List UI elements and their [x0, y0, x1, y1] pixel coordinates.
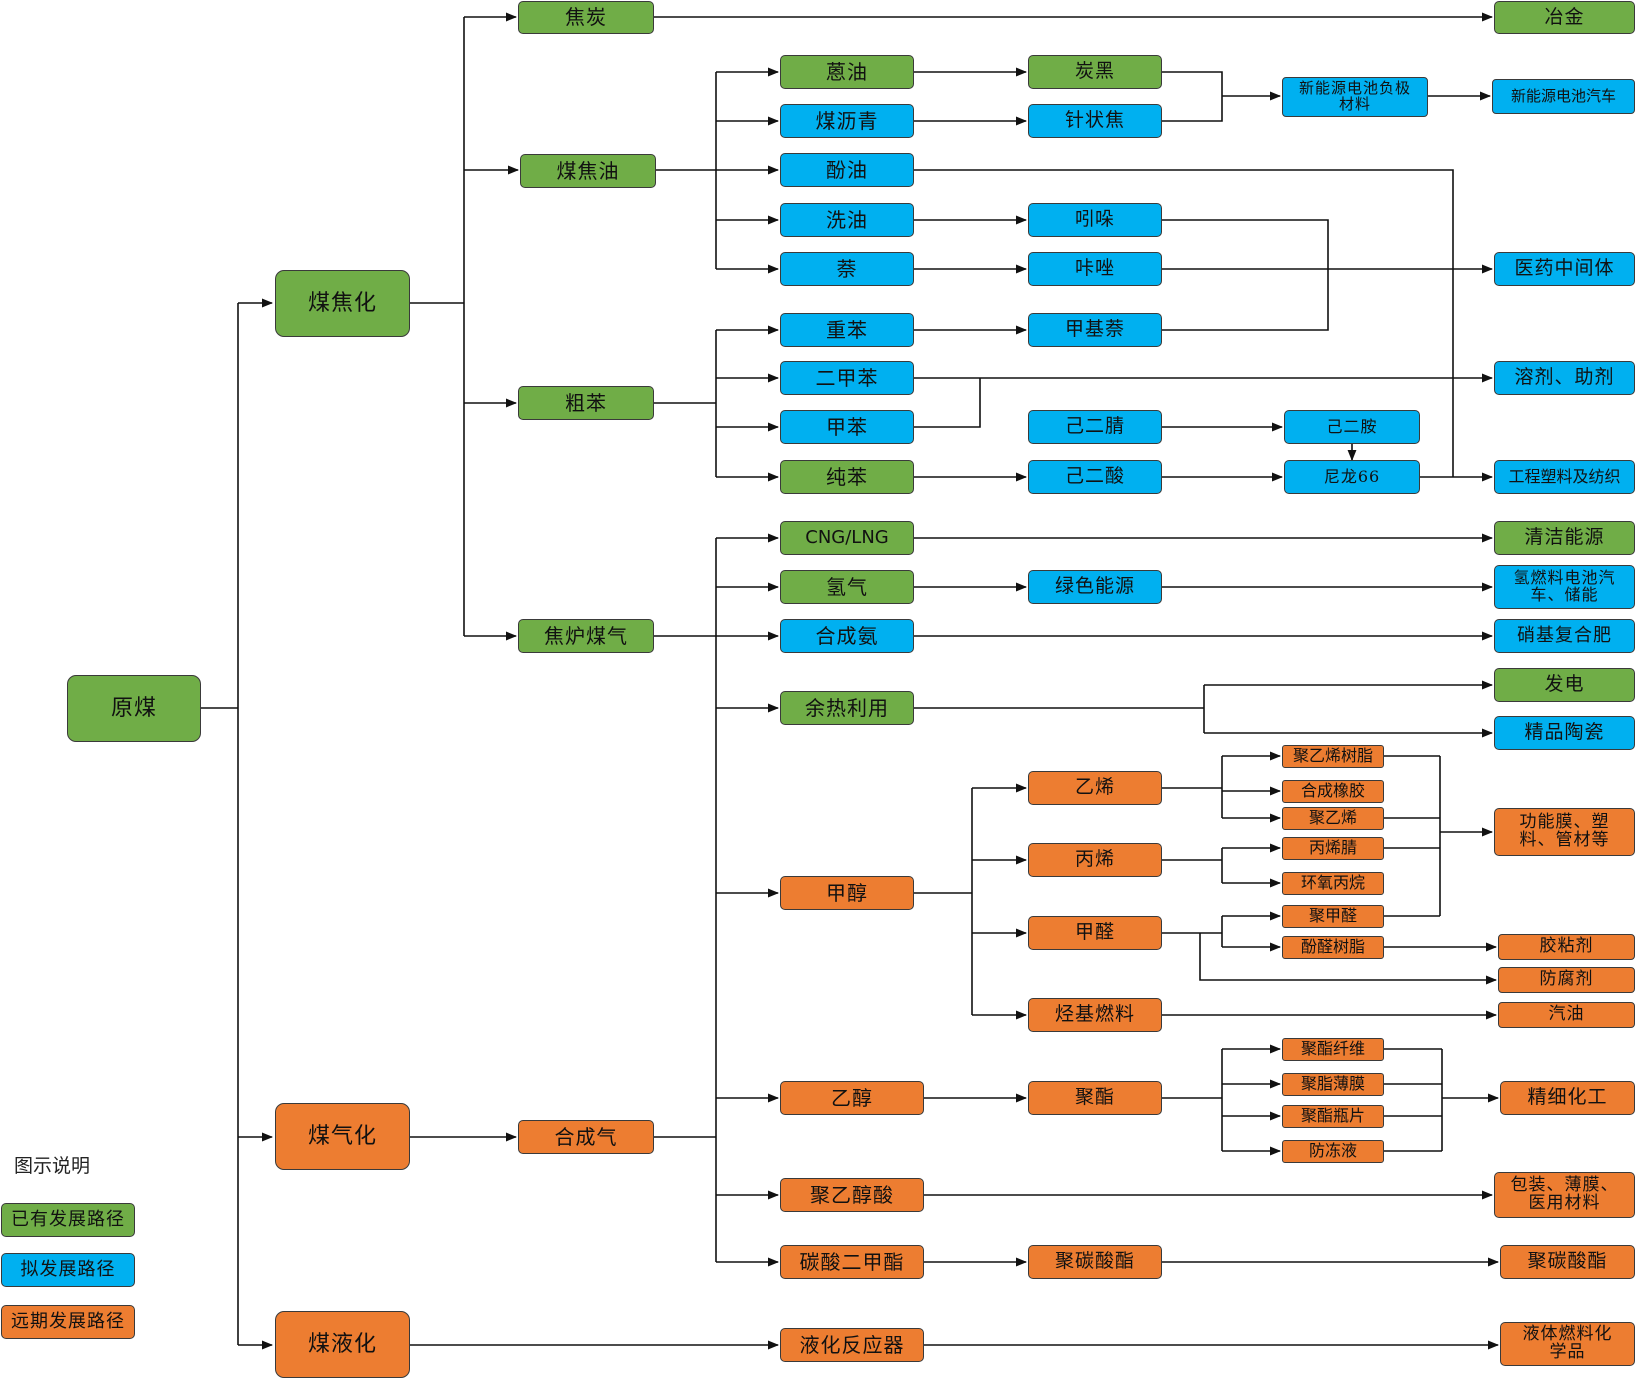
node-jiersuan: 己二酸: [1028, 460, 1162, 494]
node-juzhi: 聚酯: [1028, 1081, 1162, 1115]
node-meijiaoyou: 煤焦油: [520, 154, 656, 188]
node-juzhipingpian: 聚酯瓶片: [1282, 1105, 1384, 1128]
node-fangdongye: 防冻液: [1282, 1140, 1384, 1163]
node-jingxihuagong: 精细化工: [1500, 1081, 1635, 1115]
node-xiyou: 洗油: [780, 203, 914, 237]
node-meiqihua: 煤气化: [275, 1103, 410, 1170]
node-hechengxiangjiao: 合成橡胶: [1282, 780, 1384, 803]
node-enyou: 蒽油: [780, 55, 914, 89]
node-juyixi: 聚乙烯: [1282, 807, 1384, 830]
node-yurelyong: 余热利用: [780, 691, 914, 725]
node-jierjing: 己二腈: [1028, 410, 1162, 444]
node-hechengqi: 合成气: [518, 1120, 654, 1154]
node-tanhei: 炭黑: [1028, 55, 1162, 89]
node-nilong66: 尼龙66: [1284, 460, 1420, 494]
node-jiaotan: 焦炭: [518, 1, 654, 34]
node-cuben: 粗苯: [518, 386, 654, 420]
node-jutansuanzhi-end: 聚碳酸酯: [1500, 1245, 1635, 1279]
node-yehuafanyingqi: 液化反应器: [780, 1328, 924, 1362]
node-jieran: 己二胺: [1284, 410, 1420, 444]
node-yinduo: 吲哚: [1028, 203, 1162, 237]
node-qingjienengyuan: 清洁能源: [1494, 521, 1635, 555]
node-yetiranliao: 液体燃料化学品: [1500, 1322, 1635, 1366]
node-gongchengsuliao: 工程塑料及纺织: [1494, 460, 1635, 494]
node-bingxijing: 丙烯腈: [1282, 837, 1384, 860]
node-erjiaben: 二甲苯: [780, 361, 914, 395]
node-xinnengyuanqiche: 新能源电池汽车: [1492, 79, 1635, 114]
node-tingjiranliao: 烃基燃料: [1028, 998, 1162, 1032]
legend-proposed: 拟发展路径: [1, 1253, 135, 1287]
node-jujiaquan: 聚甲醛: [1282, 905, 1384, 928]
node-juyichunsuan: 聚乙醇酸: [780, 1178, 924, 1212]
node-jiajinai: 甲基萘: [1028, 313, 1162, 347]
node-juyixishuzhi: 聚乙烯树脂: [1282, 745, 1384, 768]
node-jiaonianji: 胶粘剂: [1498, 934, 1635, 960]
legend-existing: 已有发展路径: [1, 1203, 135, 1237]
node-meiliqing: 煤沥青: [780, 104, 914, 138]
node-yixi: 乙烯: [1028, 771, 1162, 805]
node-fenyou: 酚油: [780, 153, 914, 187]
node-tansuanerjiazhi: 碳酸二甲酯: [780, 1245, 924, 1279]
node-bingxi: 丙烯: [1028, 843, 1162, 877]
node-xinnengyuanfuji: 新能源电池负极材料: [1282, 77, 1428, 117]
node-jutansuanzhi-mid: 聚碳酸酯: [1028, 1245, 1162, 1279]
node-jiachun: 甲醇: [780, 876, 914, 910]
node-fadian: 发电: [1494, 668, 1635, 702]
node-jiaben: 甲苯: [780, 410, 914, 444]
node-jingpintaoci: 精品陶瓷: [1494, 716, 1635, 750]
node-cng: CNG/LNG: [780, 521, 914, 555]
node-fenquanshuzhi: 酚醛树脂: [1282, 936, 1384, 959]
node-yuanmei: 原煤: [67, 675, 201, 742]
node-kazuo: 咔唑: [1028, 252, 1162, 286]
node-gongnengmo: 功能膜、塑料、管材等: [1494, 808, 1635, 856]
node-jiaolumeiqi: 焦炉煤气: [518, 619, 654, 653]
node-fangfuji: 防腐剂: [1498, 967, 1635, 993]
node-yichun: 乙醇: [780, 1081, 924, 1115]
node-zhongben: 重苯: [780, 313, 914, 347]
node-qingqi: 氢气: [780, 570, 914, 604]
node-jiaquan: 甲醛: [1028, 916, 1162, 950]
legend-title: 图示说明: [14, 1155, 91, 1177]
node-xiaojifuhefei: 硝基复合肥: [1494, 619, 1635, 653]
node-juzhixianwei: 聚酯纤维: [1282, 1038, 1384, 1061]
node-hechengan: 合成氨: [780, 619, 914, 653]
node-baozhuang: 包装、薄膜、医用材料: [1494, 1172, 1635, 1218]
node-meijiaohua: 煤焦化: [275, 270, 410, 337]
node-chunben: 纯苯: [780, 460, 914, 494]
node-juzhibaomo: 聚脂薄膜: [1282, 1073, 1384, 1096]
node-zhenzhuangjiao: 针状焦: [1028, 104, 1162, 138]
node-qingranliao: 氢燃料电池汽车、储能: [1494, 565, 1635, 609]
node-meiyehua: 煤液化: [275, 1311, 410, 1378]
node-yiyaozhongjianti: 医药中间体: [1494, 252, 1635, 286]
node-nai: 萘: [780, 252, 914, 286]
legend-longterm: 远期发展路径: [1, 1305, 135, 1339]
node-qiyou: 汽油: [1498, 1002, 1635, 1028]
node-lvsenengyuan: 绿色能源: [1028, 570, 1162, 604]
node-rongji: 溶剂、助剂: [1494, 361, 1635, 395]
node-huanyangbingwan: 环氧丙烷: [1282, 872, 1384, 895]
node-yejin: 冶金: [1494, 1, 1635, 34]
